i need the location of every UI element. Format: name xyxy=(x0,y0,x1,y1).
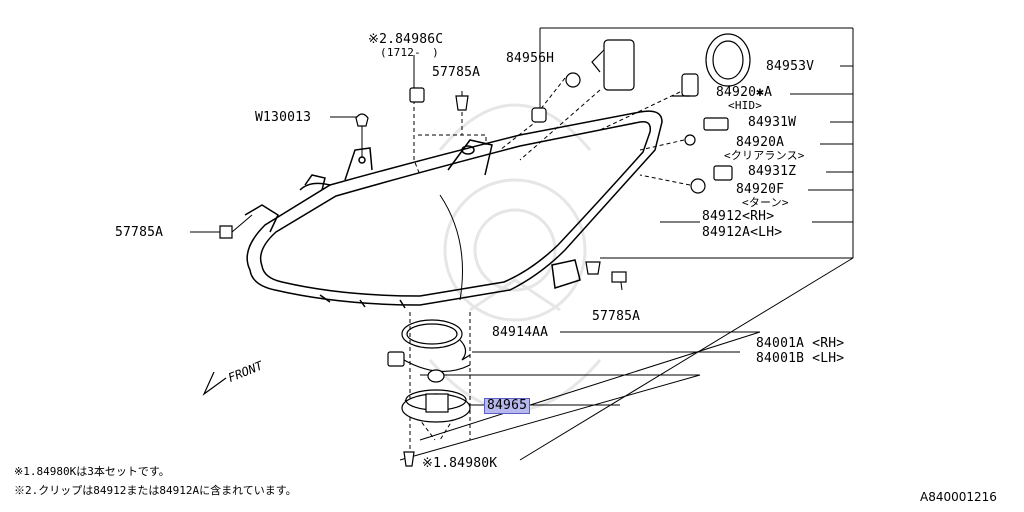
components xyxy=(202,33,751,467)
label-84965-highlighted[interactable]: 84965 xyxy=(484,398,531,414)
label-84986c: ※2.84986C xyxy=(368,32,444,47)
label-84931z: 84931Z xyxy=(748,164,797,179)
label-84920a: 84920A xyxy=(736,135,785,150)
leader-lines xyxy=(190,27,854,461)
label-57785a-right: 57785A xyxy=(592,309,641,324)
label-84001b-lh: 84001B <LH> xyxy=(756,351,845,366)
label-turn: <ターン> xyxy=(742,196,789,209)
label-57785a-left: 57785A xyxy=(115,225,164,240)
label-84953v: 84953V xyxy=(766,59,815,74)
diagram-code: A840001216 xyxy=(920,490,997,504)
label-57785a-top: 57785A xyxy=(432,65,481,80)
label-84912a-lh: 84912A<LH> xyxy=(702,225,783,240)
label-84980k: ※1.84980K xyxy=(422,456,498,471)
label-clearance: <クリアランス> xyxy=(724,149,805,162)
label-84986c-range: (1712- ) xyxy=(380,46,439,59)
label-84001a-rh: 84001A <RH> xyxy=(756,336,845,351)
label-hid: <HID> xyxy=(728,99,763,112)
label-84931w: 84931W xyxy=(748,115,797,130)
label-84956h: 84956H xyxy=(506,51,555,66)
footnote-1: ※1.84980Kは3本セットです。 xyxy=(14,465,170,478)
footnote-2: ※2.クリップは84912または84912Aに含まれています。 xyxy=(14,484,297,497)
label-w130013: W130013 xyxy=(255,110,312,125)
headlamp-housing xyxy=(244,110,663,309)
label-84914aa: 84914AA xyxy=(492,325,549,340)
label-84920a-hid: 84920✱A xyxy=(716,85,773,100)
label-84920f: 84920F xyxy=(736,182,785,197)
label-84912-rh: 84912<RH> xyxy=(702,209,775,224)
